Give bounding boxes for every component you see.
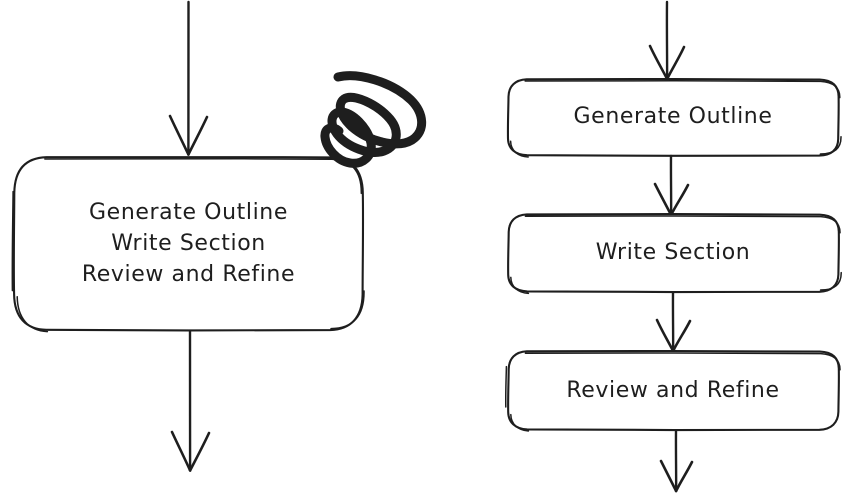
right-outgoing-arrow <box>659 429 694 493</box>
right-node-generate-outline[interactable] <box>508 79 838 155</box>
right-incoming-arrow <box>648 0 686 81</box>
right-node-2-label: Write Section <box>508 214 838 292</box>
right-node-1-text: Generate Outline <box>573 104 773 130</box>
right-node-3-text: Review and Refine <box>566 377 780 403</box>
left-node-line-3: Review and Refine <box>81 262 296 288</box>
left-outgoing-arrow <box>170 329 211 472</box>
left-merged-node-label: Generate Outline Write Section Review an… <box>14 157 363 330</box>
right-node-1-label: Generate Outline <box>508 79 838 155</box>
right-node-review-and-refine[interactable] <box>508 351 838 430</box>
right-node-3-label: Review and Refine <box>508 351 838 430</box>
right-connector-1-arrow <box>653 154 690 217</box>
right-node-write-section[interactable] <box>508 214 838 292</box>
right-node-2-text: Write Section <box>595 240 751 266</box>
left-merged-node[interactable] <box>14 157 363 330</box>
left-incoming-arrow <box>168 0 209 156</box>
scribble-annotation <box>320 71 427 168</box>
right-connector-2-arrow <box>655 291 692 353</box>
left-node-line-2: Write Section <box>111 230 266 256</box>
left-node-line-1: Generate Outline <box>89 199 288 225</box>
